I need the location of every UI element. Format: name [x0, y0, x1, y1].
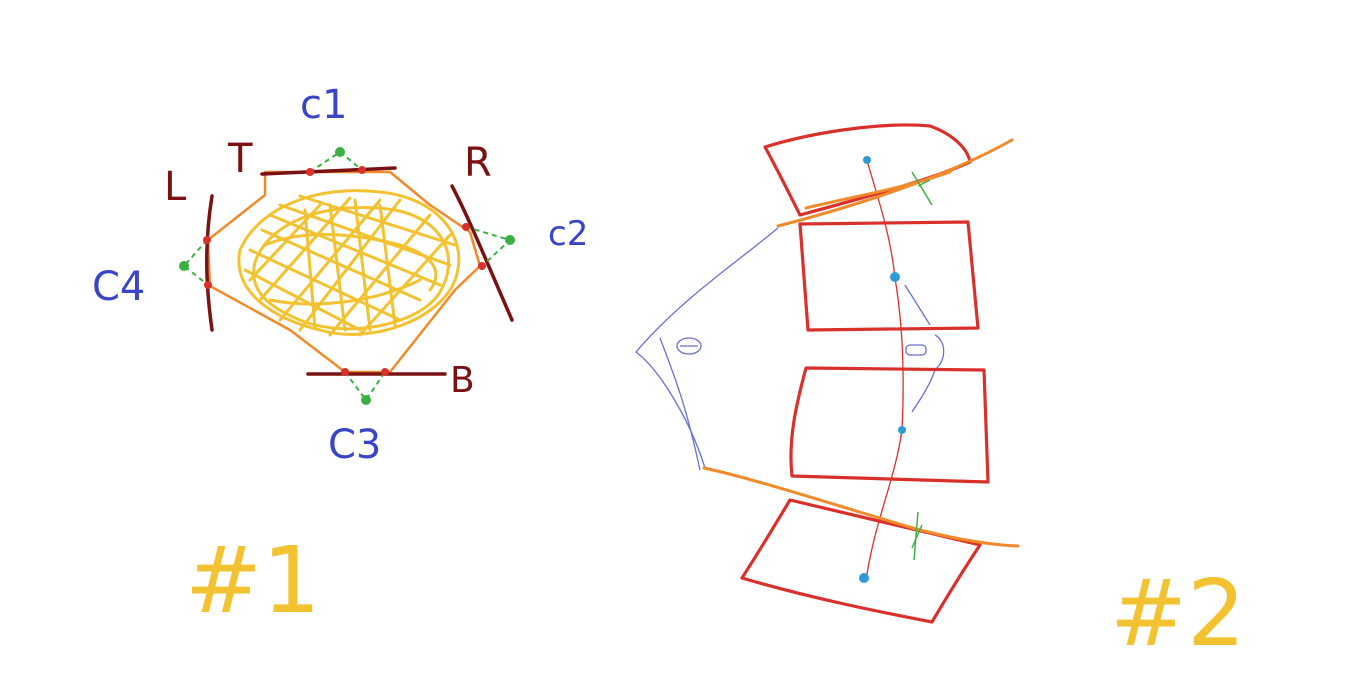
top-side-line: [260, 166, 397, 176]
green-marks: [911, 171, 933, 561]
label-c4: C4: [92, 264, 145, 310]
diagram-2: #2: [635, 123, 1246, 667]
label-c3: C3: [328, 422, 381, 468]
right-side-line: [450, 184, 514, 322]
thin-outline: [635, 227, 945, 471]
box-4: [740, 498, 982, 624]
label-side-bottom: B: [450, 360, 475, 401]
left-side-line: [205, 194, 214, 332]
label-side-right: R: [464, 140, 492, 186]
label-side-top: T: [227, 136, 253, 182]
label-side-left: L: [164, 164, 187, 210]
diagram-2-number: #2: [1110, 560, 1246, 667]
red-spine: [865, 159, 904, 581]
box-2: [798, 220, 980, 332]
diagram-1-number: #1: [185, 527, 321, 634]
diagram-1: c1 c2 C3 C4 T R B L #1: [92, 82, 588, 634]
orange-lines: [702, 138, 1020, 548]
label-c2: c2: [548, 214, 588, 254]
corner-points: [179, 147, 515, 405]
shape-scribble-fill: [237, 189, 461, 337]
label-c1: c1: [300, 82, 347, 128]
box-3: [789, 366, 990, 484]
tangent-points: [203, 166, 486, 376]
side-lines: [205, 166, 514, 376]
center-points: [859, 156, 906, 583]
